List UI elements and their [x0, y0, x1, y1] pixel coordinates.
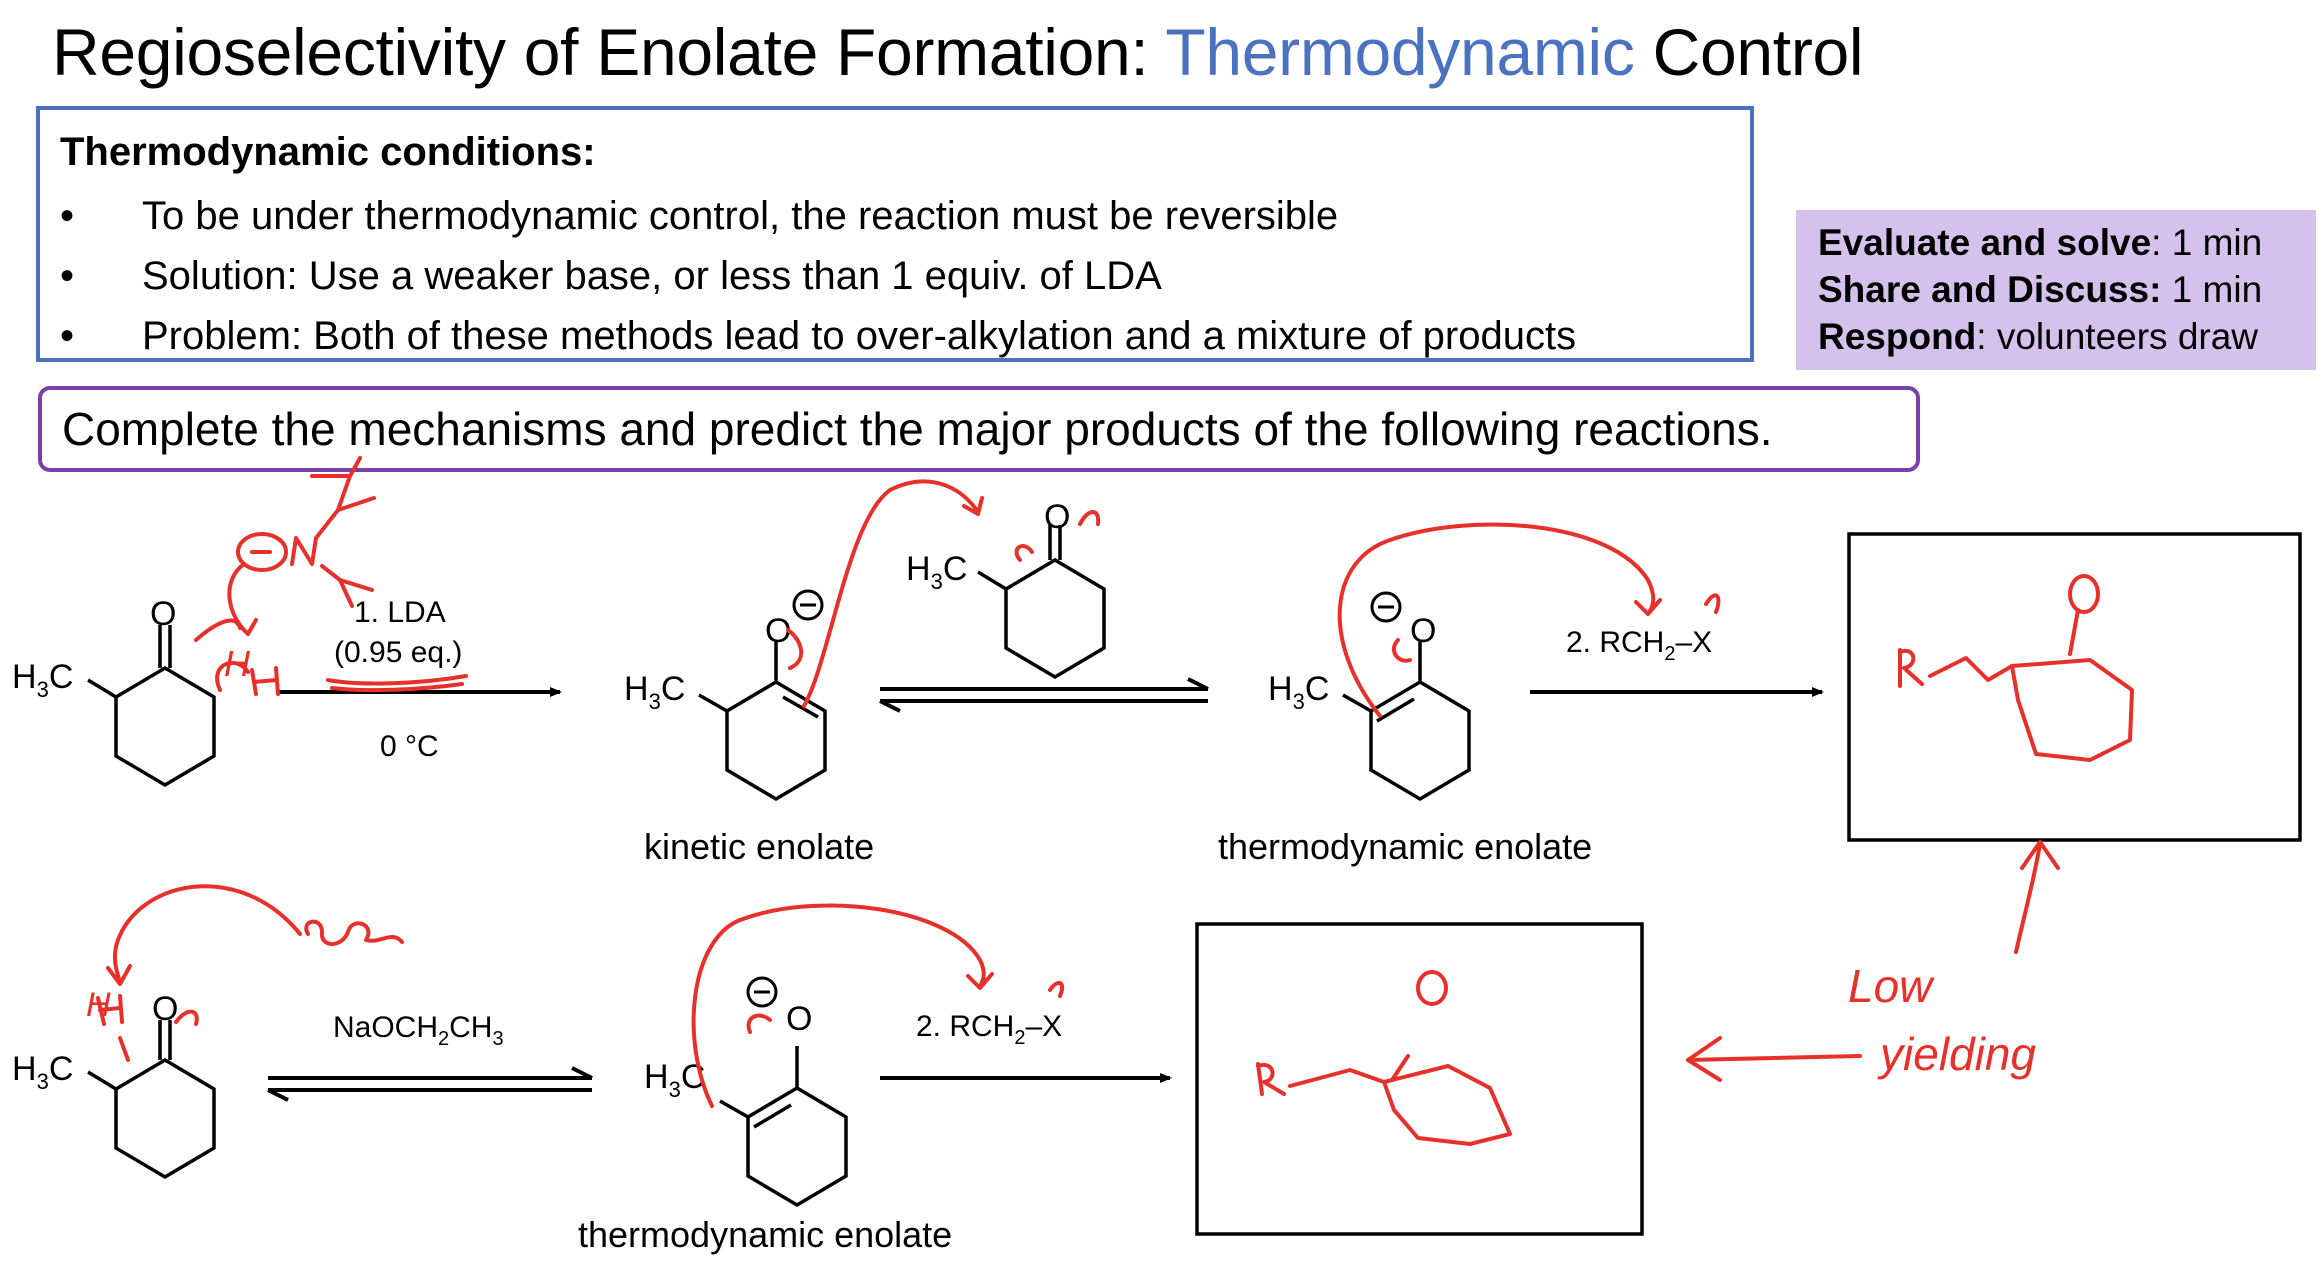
- atom-oxygen: O: [150, 595, 176, 633]
- title-suffix: Control: [1634, 15, 1864, 89]
- thermo-enolate-label-1: thermodynamic enolate: [1218, 826, 1593, 867]
- negative-charge: [792, 589, 824, 621]
- kinetic-enolate-label: kinetic enolate: [644, 826, 875, 867]
- conditions-box: Thermodynamic conditions: To be under th…: [36, 106, 1754, 366]
- conditions-bullet: Problem: Both of these methods lead to o…: [58, 306, 1576, 366]
- annotation-h: H: [224, 643, 251, 684]
- molecule-2-methylcyclohexanone-2: [87, 1020, 216, 1180]
- timer-respond-text: : volunteers draw: [1976, 316, 2259, 357]
- conditions-bullet: To be under thermodynamic control, the r…: [58, 186, 1576, 246]
- conditions-list: To be under thermodynamic control, the r…: [58, 186, 1576, 366]
- timer-evaluate-label: Evaluate and solve: [1818, 222, 2152, 263]
- timer-respond: Respond: volunteers draw: [1818, 316, 2258, 358]
- timer-share-time: 1 min: [2161, 269, 2263, 310]
- atom-methyl: H3C: [906, 550, 967, 594]
- molecule-ketone-intermediate: [977, 525, 1106, 680]
- molecule-thermodynamic-enolate-2: [719, 1046, 848, 1208]
- answer-box-2: [1195, 922, 1644, 1236]
- atom-methyl: H3C: [1268, 670, 1329, 714]
- molecule-2-methylcyclohexanone: [87, 625, 216, 788]
- conditions-heading: Thermodynamic conditions:: [60, 130, 596, 174]
- negative-charge: [1370, 591, 1402, 623]
- timer-share: Share and Discuss: 1 min: [1818, 269, 2262, 311]
- annotation-yielding: yielding: [1877, 1028, 2036, 1080]
- reagent-alkyl-halide-2: 2. RCH2–X: [916, 1010, 1062, 1049]
- timer-box: Evaluate and solve: 1 min Share and Disc…: [1796, 210, 2316, 370]
- atom-methyl: H3C: [12, 658, 73, 702]
- timer-evaluate-time: : 1 min: [2151, 222, 2263, 263]
- annotation-low: Low: [1848, 960, 1935, 1012]
- reagent-alkyl-halide: 2. RCH2–X: [1566, 626, 1712, 665]
- timer-evaluate: Evaluate and solve: 1 min: [1818, 222, 2262, 264]
- title-prefix: Regioselectivity of Enolate Formation:: [52, 15, 1166, 89]
- atom-methyl: H3C: [644, 1058, 705, 1102]
- reagent-equiv: (0.95 eq.): [334, 636, 462, 669]
- molecule-thermodynamic-enolate-1: [1342, 640, 1471, 802]
- molecule-kinetic-enolate: [698, 640, 827, 802]
- reagent-temperature: 0 °C: [380, 730, 439, 763]
- title-accent: Thermodynamic: [1165, 15, 1635, 89]
- slide-title: Regioselectivity of Enolate Formation: T…: [52, 14, 1864, 90]
- answer-box-1: [1847, 532, 2302, 842]
- atom-oxygen: O: [1044, 498, 1070, 536]
- atom-oxygen: O: [1410, 612, 1436, 650]
- timer-respond-label: Respond: [1818, 316, 1977, 357]
- thermo-enolate-label-2: thermodynamic enolate: [578, 1214, 953, 1255]
- atom-methyl: H3C: [624, 670, 685, 714]
- conditions-bullet: Solution: Use a weaker base, or less tha…: [58, 246, 1576, 306]
- reagent-lda: 1. LDA: [354, 596, 446, 629]
- atom-oxygen: O: [786, 1000, 812, 1038]
- atom-methyl: H3C: [12, 1050, 73, 1094]
- equilibrium-arrows-2: [267, 1066, 593, 1102]
- annotation-h-2: H: [86, 986, 111, 1024]
- handwritten-annotations: [96, 456, 2134, 1146]
- reagent-sodium-ethoxide: NaOCH2CH3: [333, 1011, 504, 1050]
- timer-share-label: Share and Discuss:: [1818, 269, 2162, 310]
- equilibrium-arrows-1: [879, 677, 1209, 713]
- task-prompt: Complete the mechanisms and predict the …: [38, 386, 1920, 472]
- negative-charge: [746, 976, 778, 1008]
